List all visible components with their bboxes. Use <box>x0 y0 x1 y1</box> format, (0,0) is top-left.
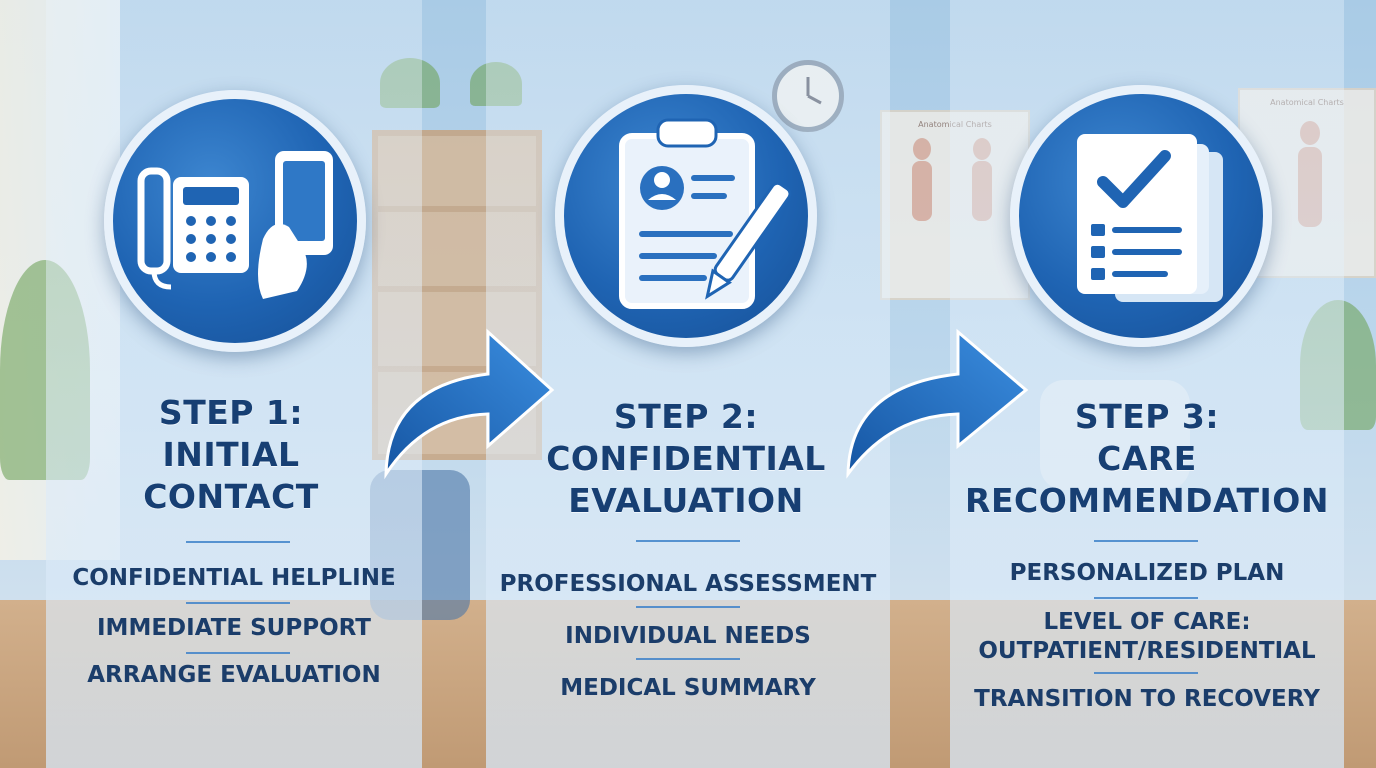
step-1-name-line1: INITIAL <box>162 435 300 474</box>
step-2-name-line2: EVALUATION <box>568 481 804 520</box>
step-3-item: OUTPATIENT/RESIDENTIAL <box>978 638 1316 664</box>
step-1-name-line2: CONTACT <box>143 477 319 516</box>
divider <box>186 652 290 654</box>
arrow-right-icon <box>846 328 1029 479</box>
divider <box>636 658 740 660</box>
divider <box>1094 540 1198 542</box>
divider <box>636 606 740 608</box>
step-1-title: STEP 1: INITIAL CONTACT <box>96 392 366 518</box>
step-3-item: LEVEL OF CARE: <box>1043 609 1251 635</box>
divider <box>636 540 740 542</box>
checklist-icon <box>1010 85 1272 347</box>
arrow-right-icon <box>384 328 555 480</box>
divider <box>186 541 290 543</box>
step-3-item: PERSONALIZED PLAN <box>1009 560 1285 586</box>
step-2-name-line1: CONFIDENTIAL <box>546 439 826 478</box>
step-1-item: CONFIDENTIAL HELPLINE <box>72 565 396 591</box>
step-2-item: MEDICAL SUMMARY <box>560 675 816 701</box>
divider <box>1094 672 1198 674</box>
divider <box>1094 597 1198 599</box>
step-1-item: ARRANGE EVALUATION <box>87 662 381 688</box>
step-3-number: STEP 3: <box>1074 397 1220 436</box>
step-2-number: STEP 2: <box>613 397 759 436</box>
step-1-number: STEP 1: <box>158 393 304 432</box>
step-2-item: INDIVIDUAL NEEDS <box>565 623 811 649</box>
step-3-title: STEP 3: CARE RECOMMENDATION <box>950 396 1344 522</box>
step-2-title: STEP 2: CONFIDENTIAL EVALUATION <box>506 396 866 522</box>
step-1-item: IMMEDIATE SUPPORT <box>97 615 371 641</box>
phone-icon <box>104 90 366 352</box>
clipboard-icon <box>555 85 817 347</box>
step-2-item: PROFESSIONAL ASSESSMENT <box>499 571 877 597</box>
divider <box>186 602 290 604</box>
step-3-name-line2: RECOMMENDATION <box>965 481 1329 520</box>
step-3-name-line1: CARE <box>1097 439 1197 478</box>
step-3-item: TRANSITION TO RECOVERY <box>974 686 1320 712</box>
